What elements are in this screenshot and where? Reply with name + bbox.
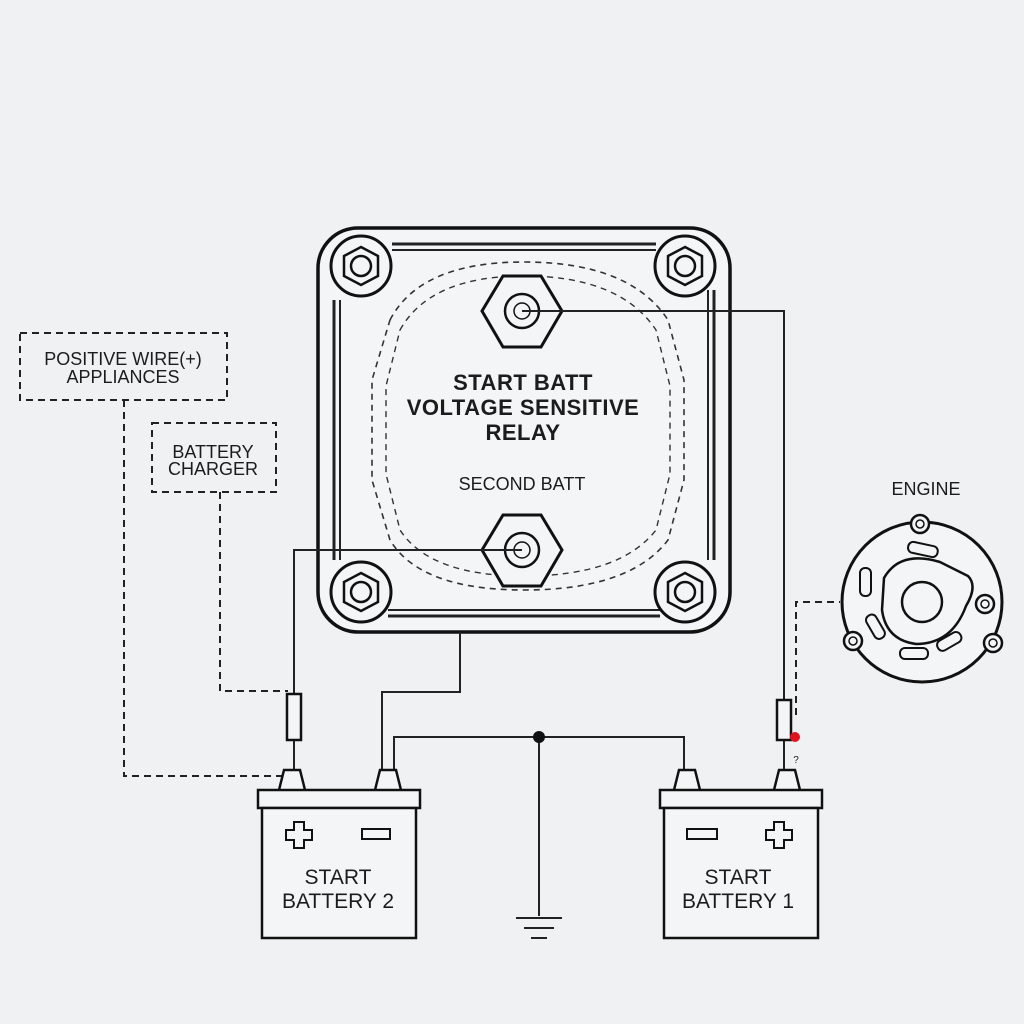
mounting-nut-top-right (653, 234, 717, 298)
battery-1 (658, 768, 824, 940)
mounting-nut-bottom-right (653, 560, 717, 624)
positive-wire-label-line2: APPLIANCES (66, 367, 179, 387)
minus-icon (361, 828, 391, 840)
dashed-wires (123, 400, 840, 777)
engine-label: ENGINE (891, 479, 960, 499)
relay-title-line1: START BATT (453, 370, 593, 395)
relay-title-line2: VOLTAGE SENSITIVE (407, 395, 640, 420)
battery-charger-label-line1: BATTERY (172, 442, 253, 462)
plus-icon (765, 821, 793, 849)
red-marker-dot (790, 732, 800, 742)
battery-1-label-line1: START (705, 866, 772, 889)
positive-wire-box (19, 332, 228, 401)
battery-charger-box (151, 422, 277, 493)
battery-charger-label-line2: CHARGER (168, 459, 258, 479)
minus-icon (686, 828, 718, 840)
relay-second-batt-label: SECOND BATT (459, 474, 586, 494)
ground-junction (533, 731, 545, 743)
battery-2 (256, 768, 422, 940)
battery-2-label-line1: START (305, 866, 372, 889)
mounting-nut-bottom-left (329, 560, 393, 624)
ground-icon (516, 917, 562, 939)
relay-title-line3: RELAY (485, 420, 560, 445)
battery-1-label-line2: BATTERY 1 (682, 890, 794, 913)
fuse-battery-1 (775, 698, 793, 742)
positive-wire-label-line1: POSITIVE WIRE(+) (44, 349, 202, 369)
mounting-nut-top-left (329, 234, 393, 298)
battery-2-label-line2: BATTERY 2 (282, 890, 394, 913)
engine-icon (840, 513, 1004, 684)
question-mark: ? (793, 755, 799, 766)
plus-icon (285, 821, 313, 849)
fuse-battery-2 (285, 692, 303, 742)
relay-unit (316, 226, 732, 634)
